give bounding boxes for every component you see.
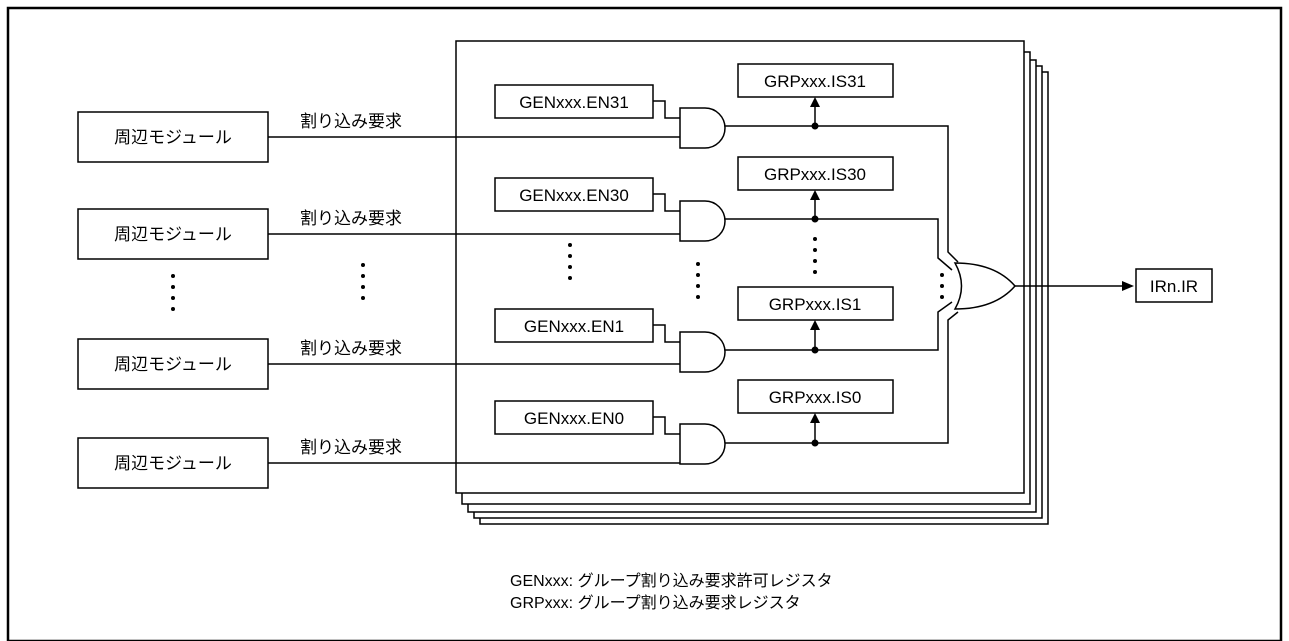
peripheral-module-label: 周辺モジュール — [114, 454, 232, 473]
and-gate-0 — [679, 423, 726, 465]
ellipsis-gen — [568, 243, 572, 280]
and-gate-1 — [679, 331, 726, 373]
gen-register-label: GENxxx.EN0 — [524, 409, 624, 428]
request-label-3: 割り込み要求 — [300, 339, 402, 358]
channel-0-output — [725, 311, 959, 447]
peripheral-module-4: 周辺モジュール — [77, 437, 269, 489]
enable-wire-1 — [653, 324, 680, 343]
request-label-4: 割り込み要求 — [300, 438, 402, 457]
output-register-label: IRn.IR — [1150, 277, 1198, 296]
legend-grp: GRPxxx: グループ割り込み要求レジスタ — [510, 594, 801, 612]
gen-register-label: GENxxx.EN30 — [519, 186, 629, 205]
ellipsis-or-inputs — [940, 273, 944, 299]
channel-1-output — [725, 301, 953, 354]
gen-register-en0: GENxxx.EN0 — [494, 400, 654, 435]
ellipsis-peripherals — [171, 274, 175, 311]
output-arrow-icon — [1122, 281, 1134, 291]
gen-register-label: GENxxx.EN31 — [519, 93, 629, 112]
and-gate-30 — [679, 200, 726, 242]
ellipsis-requests — [361, 263, 365, 300]
irn-ir-register: IRn.IR — [1135, 268, 1213, 303]
grp-register-label: GRPxxx.IS1 — [769, 295, 862, 314]
grp-register-is31: GRPxxx.IS31 — [737, 63, 894, 98]
grp-register-label: GRPxxx.IS30 — [764, 165, 866, 184]
enable-wire-0 — [653, 416, 680, 435]
gen-register-en31: GENxxx.EN31 — [494, 84, 654, 119]
peripheral-module-label: 周辺モジュール — [114, 225, 232, 244]
or-gate — [953, 262, 1016, 310]
grp-register-is30: GRPxxx.IS30 — [737, 156, 894, 191]
peripheral-module-1: 周辺モジュール — [77, 111, 269, 163]
grp-register-is0: GRPxxx.IS0 — [737, 379, 894, 414]
enable-wire-31 — [653, 100, 680, 119]
enable-wire-30 — [653, 193, 680, 212]
grp-register-label: GRPxxx.IS0 — [769, 388, 862, 407]
request-label-1: 割り込み要求 — [300, 112, 402, 131]
ellipsis-and — [696, 262, 700, 299]
grp-register-is1: GRPxxx.IS1 — [737, 286, 894, 321]
gen-register-label: GENxxx.EN1 — [524, 317, 624, 336]
gen-register-en1: GENxxx.EN1 — [494, 308, 654, 343]
peripheral-module-3: 周辺モジュール — [77, 338, 269, 390]
channel-30-output — [725, 190, 953, 271]
channel-31-output — [725, 97, 959, 263]
grp-register-label: GRPxxx.IS31 — [764, 72, 866, 91]
ellipsis-grp — [813, 237, 817, 274]
peripheral-module-label: 周辺モジュール — [114, 355, 232, 374]
request-label-2: 割り込み要求 — [300, 209, 402, 228]
gen-register-en30: GENxxx.EN30 — [494, 177, 654, 212]
and-gate-31 — [679, 107, 726, 149]
outer-frame — [6, 6, 1283, 641]
peripheral-module-2: 周辺モジュール — [77, 208, 269, 260]
peripheral-module-label: 周辺モジュール — [114, 128, 232, 147]
legend-gen: GENxxx: グループ割り込み要求許可レジスタ — [510, 572, 833, 590]
